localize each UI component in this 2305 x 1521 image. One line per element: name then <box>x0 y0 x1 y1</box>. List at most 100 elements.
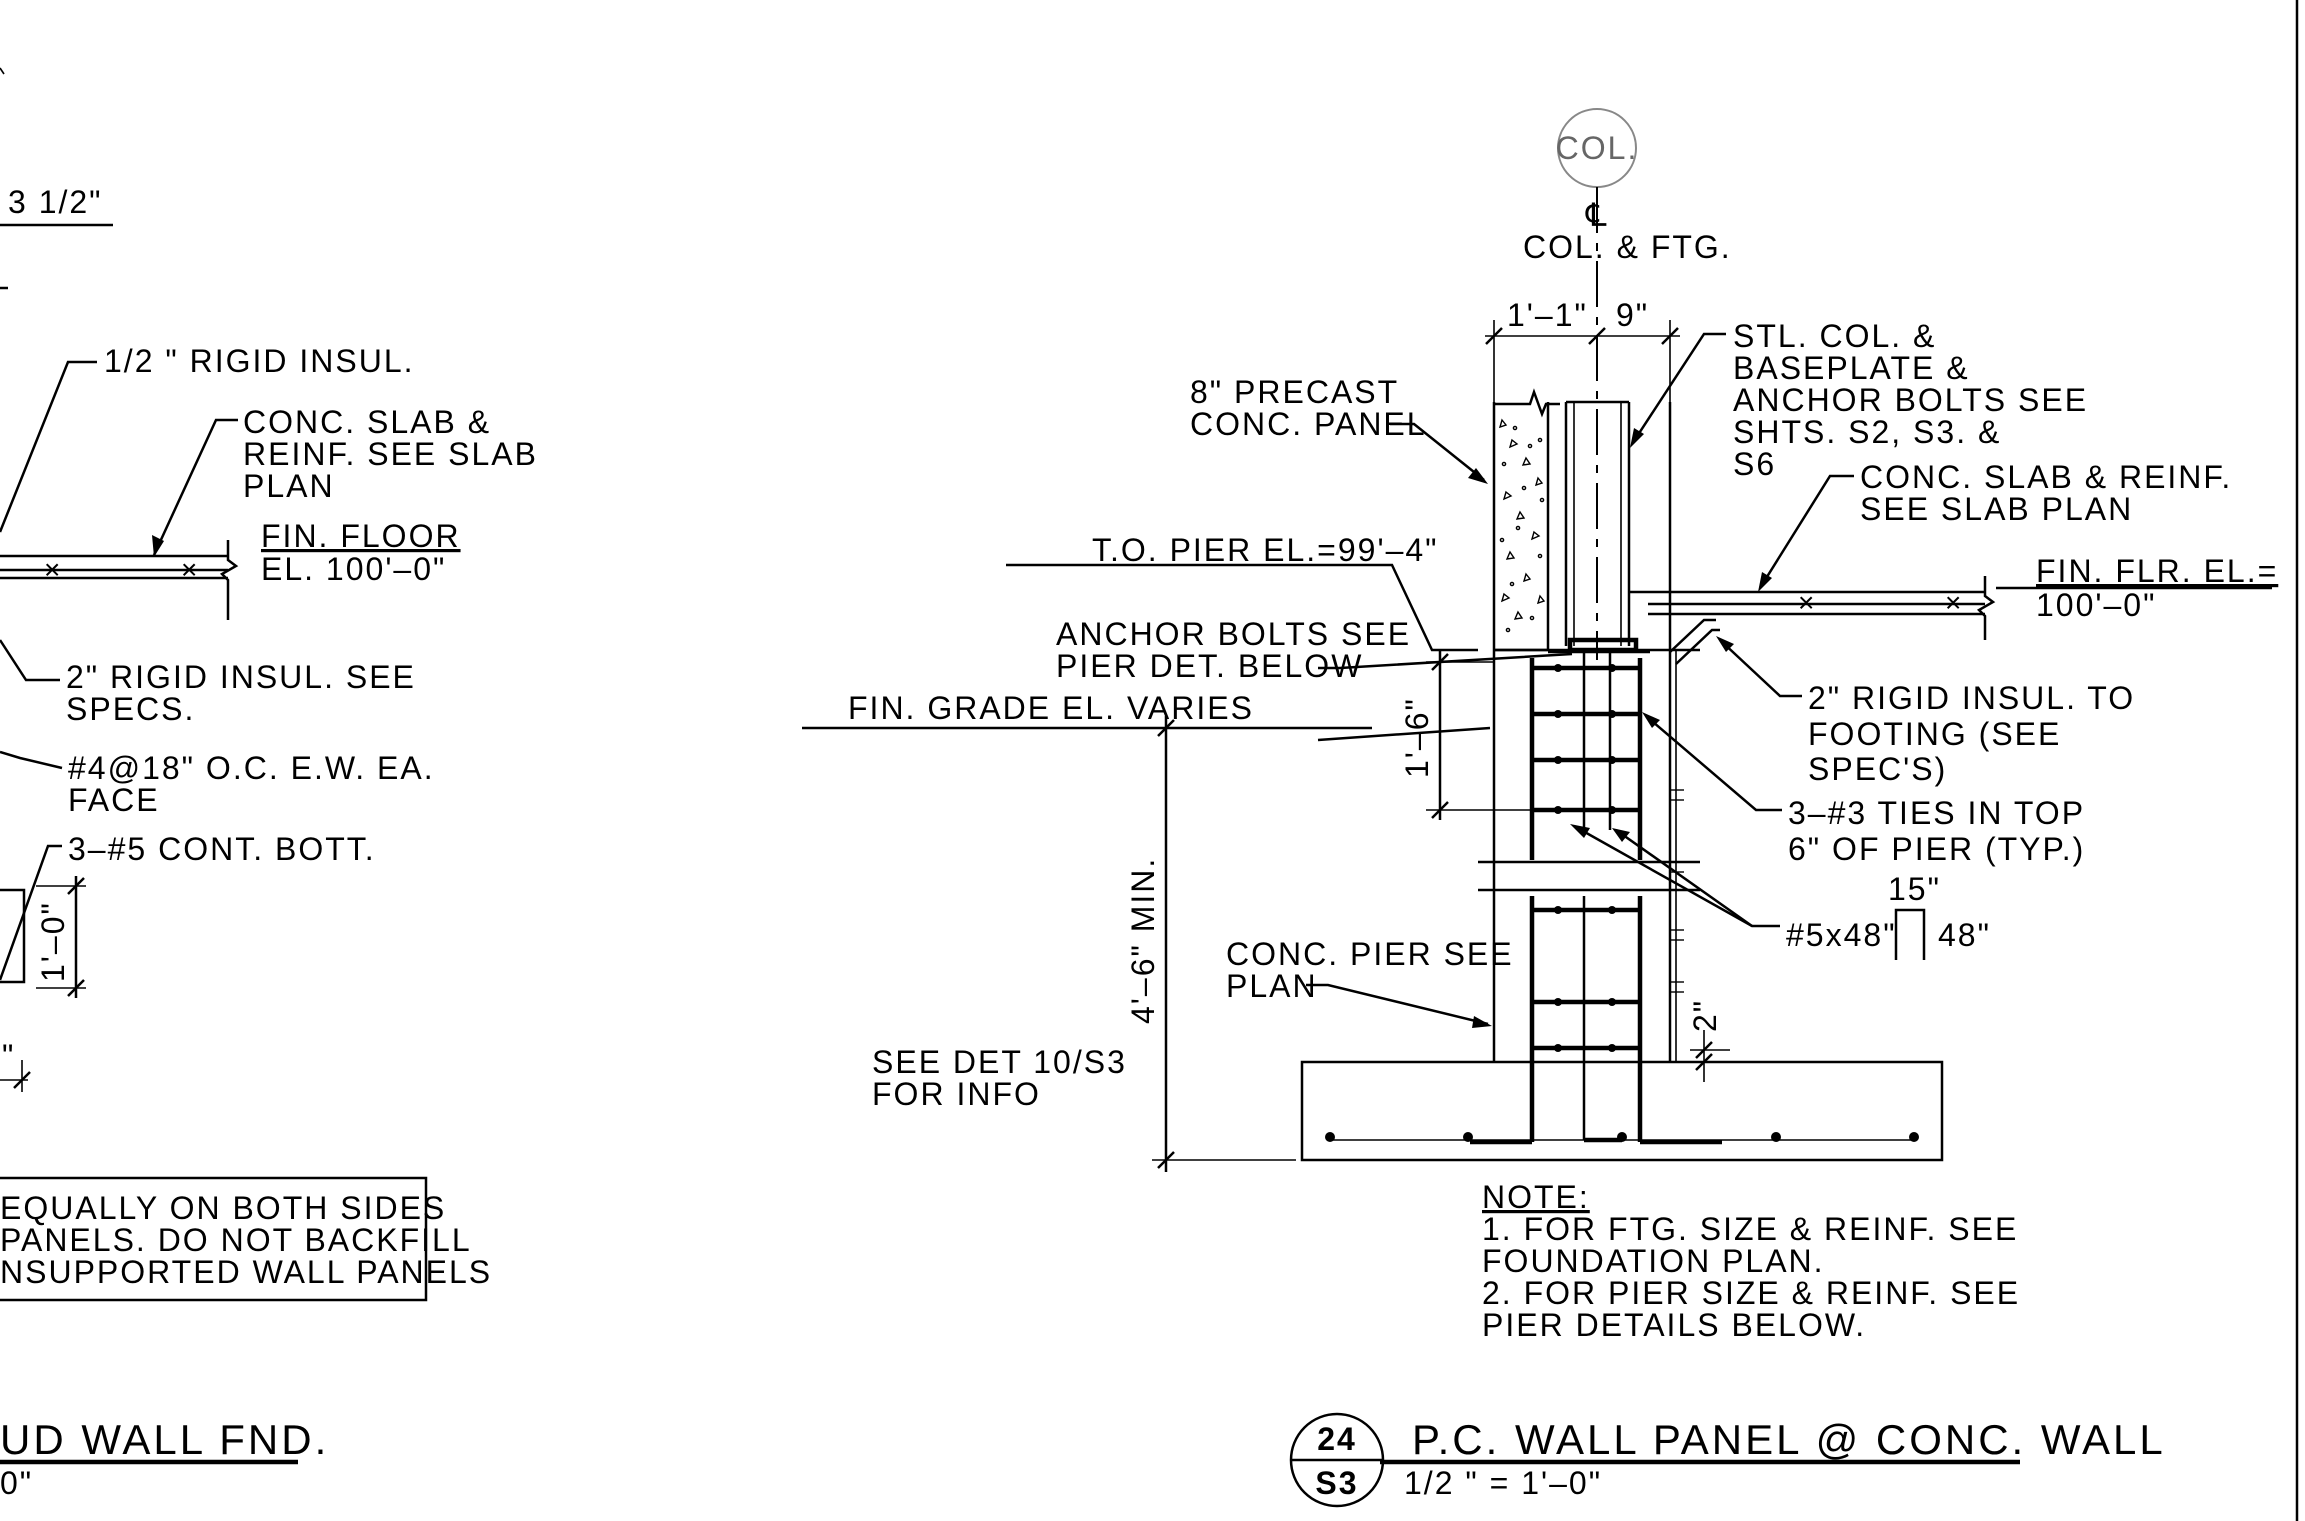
slab-reinf-leader <box>1758 474 1854 589</box>
depth-min-dimension: 4'–6" MIN. <box>1125 716 1296 1172</box>
dim-tick <box>1157 719 1175 737</box>
note-line: SPECS. <box>66 691 195 727</box>
dim-tick <box>67 877 85 895</box>
note-line: 3–#3 TIES IN TOP <box>1788 795 2085 831</box>
dim-tick <box>1661 327 1679 345</box>
note-line: 6" OF PIER (TYP.) <box>1788 831 2085 867</box>
rigid-insul-label: 1/2 " RIGID INSUL. <box>104 343 415 379</box>
concrete-hatch <box>1498 418 1546 633</box>
bar-dot <box>1554 806 1562 814</box>
dowel-hook-label: 15" <box>1888 871 1941 907</box>
bar-dot <box>1608 710 1616 718</box>
stl-col-note: STL. COL. & BASEPLATE & ANCHOR BOLTS SEE… <box>1733 318 2088 482</box>
note-line: 2" RIGID INSUL. TO <box>1808 680 2135 716</box>
rigid-insul-2-leader <box>0 639 60 682</box>
note-line: FACE <box>68 782 160 818</box>
note-line: PIER DET. BELOW <box>1056 648 1363 684</box>
dowel-label: #5x48" <box>1786 917 1897 953</box>
pier-top-dimension: 1'–6" <box>1399 650 1530 820</box>
note-line: SEE SLAB PLAN <box>1860 491 2133 527</box>
ties-note: 3–#3 TIES IN TOP 6" OF PIER (TYP.) <box>1788 795 2085 867</box>
note-line: #4@18" O.C. E.W. EA. <box>68 750 435 786</box>
slab-note-line: PLAN <box>243 468 335 504</box>
rebar-cage-bottom <box>1470 896 1722 1145</box>
cont-bott-label: 3–#5 CONT. BOTT. <box>68 831 376 867</box>
rebar-mark: × <box>44 554 61 585</box>
fin-floor-line: FIN. FLOOR <box>261 518 461 554</box>
detail-scale: 1/2 " = 1'–0" <box>1404 1465 1602 1501</box>
arrowhead <box>1570 824 1590 838</box>
slab-thickening <box>1669 618 1716 653</box>
pier-note: CONC. PIER SEE PLAN <box>1226 936 1512 1004</box>
dim-top-label: 3 1/2" <box>8 184 103 220</box>
precast-panel-note: 8" PRECAST CONC. PANEL <box>1190 374 1425 442</box>
dim-partial-label: " <box>2 1038 15 1074</box>
note-line: PANELS. DO NOT BACKFILL <box>0 1222 472 1258</box>
slab: × × <box>1630 576 1996 665</box>
precast-leader <box>1390 422 1485 481</box>
note-line: SEE DET 10/S3 <box>872 1044 1127 1080</box>
fin-floor-note: FIN. FLOOR EL. 100'–0" <box>261 518 461 587</box>
note-line: FIN. FLR. EL.= <box>2036 553 2278 589</box>
fin-floor-line: EL. 100'–0" <box>261 551 446 587</box>
leader-line <box>0 67 5 75</box>
note-line: 100'–0" <box>2036 587 2156 623</box>
detail-number: 24 <box>1317 1421 1357 1457</box>
note-line: ANCHOR BOLTS SEE <box>1733 382 2088 418</box>
to-pier-label: T.O. PIER EL.=99'–4" <box>1092 532 1439 568</box>
top-dimension: 1'–1" 9" <box>1485 297 1680 402</box>
dim-tick <box>67 979 85 997</box>
arrowhead <box>1630 428 1644 448</box>
arrowhead <box>1758 572 1772 592</box>
slab-note: CONC. SLAB & REINF. SEE SLAB PLAN <box>243 404 536 504</box>
centerline-symbol: ℄ <box>1585 197 1609 233</box>
rebar-face-note: #4@18" O.C. E.W. EA. FACE <box>68 750 435 818</box>
backfill-note-box <box>0 1176 428 1302</box>
bar-dot <box>1554 1044 1562 1052</box>
anchor-bolts-leader <box>1318 652 1573 670</box>
bar-dot <box>1554 664 1562 672</box>
rigid-insul-2-note: 2" RIGID INSUL. SEE SPECS. <box>66 659 414 727</box>
grade-slope <box>1317 726 1491 742</box>
bar-dot <box>1608 806 1616 814</box>
pier-leader <box>1306 983 1489 1026</box>
note-line: EQUALLY ON BOTH SIDES <box>0 1190 446 1226</box>
slab-break-line <box>1976 576 1996 640</box>
anchor-bolts-note: ANCHOR BOLTS SEE PIER DET. BELOW <box>1056 616 1409 684</box>
dowel-leader <box>1615 828 1753 928</box>
depth-dimension: 1'–0" <box>35 876 86 998</box>
left-detail-title: UD WALL FND. <box>0 1416 329 1463</box>
slab-leader <box>152 418 238 556</box>
dowel-symbol <box>1894 908 1926 960</box>
note-line: FOR INFO <box>872 1076 1041 1112</box>
arrowhead <box>1642 712 1660 728</box>
footing-bar-dot <box>1325 1132 1335 1142</box>
baseplate <box>1567 637 1639 653</box>
rebar-mark: × <box>1798 587 1815 618</box>
sheet-number: S3 <box>1315 1465 1358 1501</box>
footing <box>1300 1060 1944 1162</box>
note-line: SHTS. S2, S3. & <box>1733 414 2001 450</box>
note-line: PLAN <box>1226 968 1318 1004</box>
dim-tick <box>1588 327 1606 345</box>
arrowhead <box>152 535 164 557</box>
dim-tick <box>1695 1053 1713 1071</box>
detail-title-block: 24 S3 P.C. WALL PANEL @ CONC. WALL 1/2 "… <box>1289 1412 2166 1508</box>
to-pier-leader <box>1006 563 1478 652</box>
see-det-note: SEE DET 10/S3 FOR INFO <box>872 1044 1127 1112</box>
dim-tick <box>1431 801 1449 819</box>
detail-title: P.C. WALL PANEL @ CONC. WALL <box>1412 1416 2166 1463</box>
dim-tick <box>1431 653 1449 671</box>
note-line: FOUNDATION PLAN. <box>1482 1243 1825 1279</box>
note-line: STL. COL. & <box>1733 318 1936 354</box>
rebar-mark: × <box>181 554 198 585</box>
note-line: 1. FOR FTG. SIZE & REINF. SEE <box>1482 1211 2018 1247</box>
arrowhead <box>1468 468 1488 484</box>
rebar-face-leader <box>0 750 63 770</box>
footing-outline <box>1300 1060 1944 1162</box>
dowel-note: #5x48" 15" 48" <box>1786 871 1989 960</box>
rigid-insul-ftg-leader <box>1719 639 1802 698</box>
stl-col-leader <box>1630 332 1726 445</box>
bar-dot <box>1554 906 1562 914</box>
